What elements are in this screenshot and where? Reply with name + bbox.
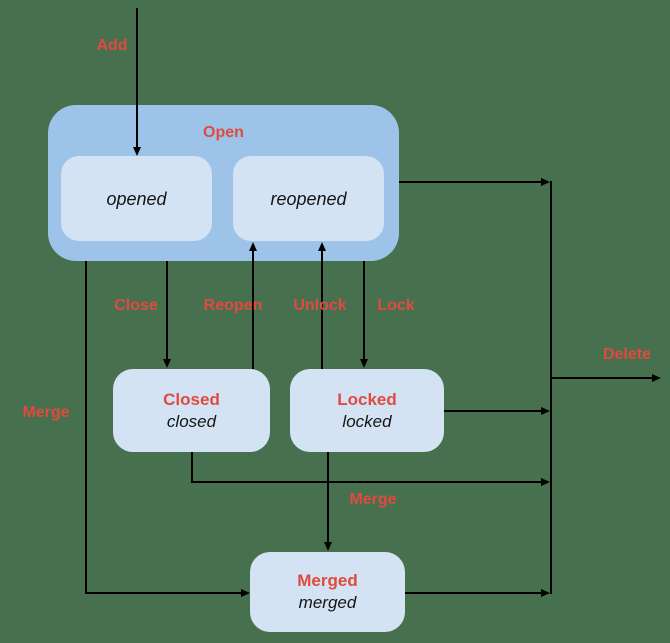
- add-arrowhead-icon: [133, 147, 141, 156]
- merge-left-vertical-line: [85, 261, 87, 594]
- state-reopened-label: reopened: [270, 188, 347, 209]
- delete-exit-line: [551, 377, 653, 379]
- merge-bottom-transition-line: [327, 451, 329, 543]
- state-opened-label: opened: [106, 188, 167, 209]
- state-merged-subtitle: merged: [298, 593, 357, 612]
- unlock-label: Unlock: [293, 297, 347, 314]
- merge-bottom-arrowhead-icon: [324, 542, 332, 551]
- delete-arrowhead-icon: [652, 374, 661, 382]
- close-label: Close: [114, 297, 158, 314]
- locked-to-bus-line: [444, 410, 542, 412]
- merge-left-label: Merge: [22, 404, 70, 421]
- state-closed: Closed closed: [113, 369, 270, 452]
- merge-bottom-label: Merge: [349, 491, 397, 508]
- open-to-bus-line: [399, 181, 542, 183]
- state-merged-title: Merged: [297, 571, 358, 590]
- lock-arrowhead-icon: [360, 359, 368, 368]
- reopen-arrowhead-icon: [249, 242, 257, 251]
- unlock-arrowhead-icon: [318, 242, 326, 251]
- open-to-bus-arrowhead-icon: [541, 178, 550, 186]
- merged-to-bus-line: [405, 592, 542, 594]
- merged-to-bus-arrowhead-icon: [541, 589, 550, 597]
- close-transition-line: [166, 261, 168, 360]
- closed-to-bus-line: [191, 481, 542, 483]
- state-opened: opened: [61, 156, 212, 241]
- closed-to-bus-arrowhead-icon: [541, 478, 550, 486]
- state-reopened: reopened: [233, 156, 384, 241]
- add-transition-line: [136, 8, 138, 148]
- delete-bus-line: [550, 181, 552, 594]
- state-closed-title: Closed: [163, 389, 220, 409]
- merge-left-arrowhead-icon: [241, 589, 250, 597]
- open-group-label: Open: [203, 124, 244, 141]
- state-locked-subtitle: locked: [342, 411, 392, 431]
- reopen-transition-line: [252, 249, 254, 369]
- state-closed-subtitle: closed: [166, 411, 217, 431]
- unlock-transition-line: [321, 249, 323, 369]
- closed-bottom-line: [191, 451, 193, 482]
- merge-left-horizontal-line: [85, 592, 242, 594]
- close-arrowhead-icon: [163, 359, 171, 368]
- state-locked-title: Locked: [337, 389, 397, 409]
- state-merged: Merged merged: [250, 552, 405, 632]
- lock-label: Lock: [377, 297, 415, 314]
- state-locked: Locked locked: [290, 369, 444, 452]
- reopen-label: Reopen: [203, 297, 263, 314]
- delete-label: Delete: [602, 346, 652, 363]
- add-label: Add: [96, 37, 128, 54]
- lock-transition-line: [363, 261, 365, 360]
- locked-to-bus-arrowhead-icon: [541, 407, 550, 415]
